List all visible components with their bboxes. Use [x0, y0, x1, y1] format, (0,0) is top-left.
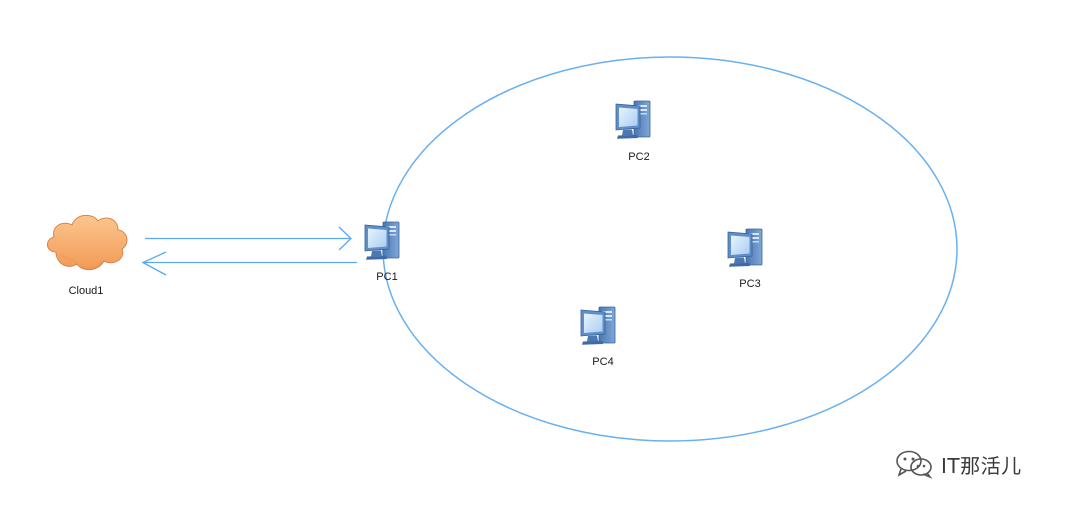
cloud-icon — [47, 214, 128, 271]
link-cloud1-to-pc1 — [145, 226, 352, 251]
pc1-label: PC1 — [376, 271, 398, 283]
pc4-label: PC4 — [592, 356, 614, 368]
link-pc1-to-cloud1 — [141, 251, 357, 276]
pc3-label: PC3 — [739, 278, 761, 290]
wechat-icon — [896, 450, 933, 479]
watermark-text: IT那活儿 — [941, 453, 1022, 478]
pc3-icon — [727, 228, 763, 268]
pc1-icon — [364, 221, 400, 261]
pc2-label: PC2 — [628, 151, 650, 163]
network-boundary-ellipse — [382, 56, 958, 442]
watermark: IT那活儿 — [895, 449, 1022, 479]
cloud1-label: Cloud1 — [68, 285, 104, 297]
pc2-icon — [615, 100, 651, 140]
pc4-icon — [580, 306, 616, 346]
